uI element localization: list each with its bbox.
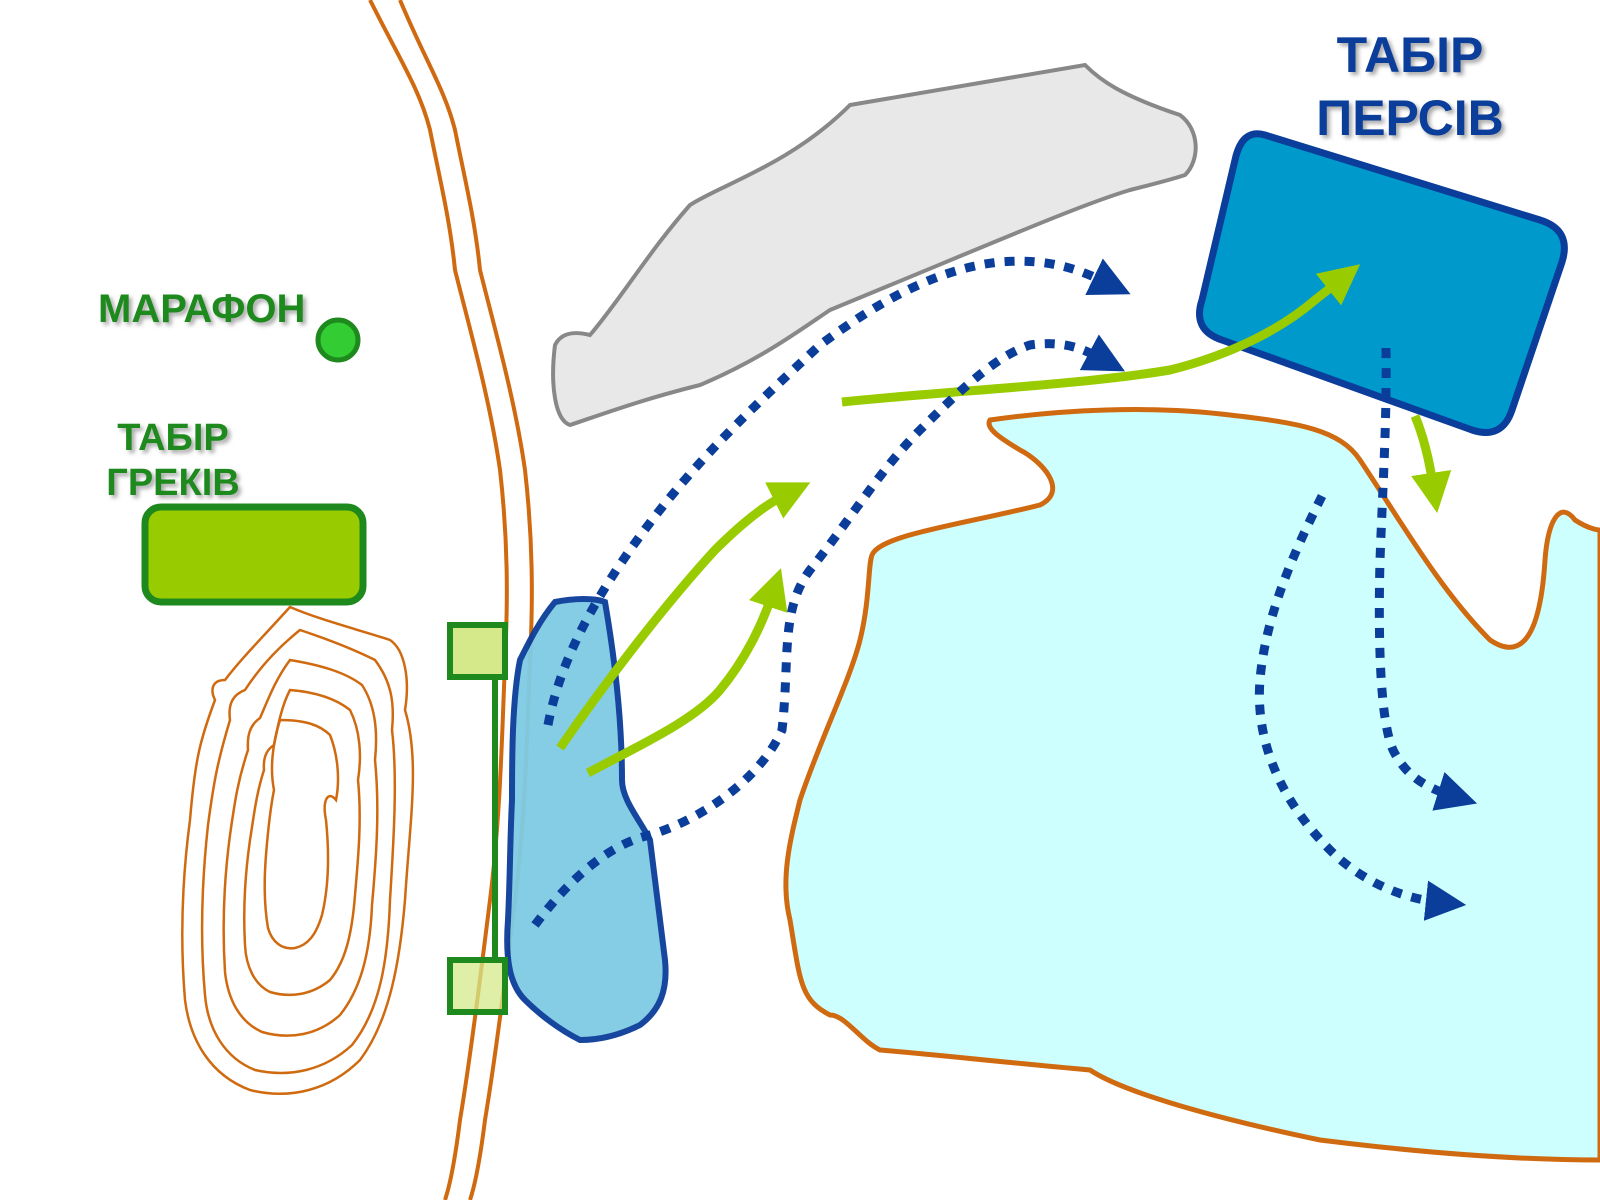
blue-dotted-arrow-icon [1374,347,1478,811]
mountain [551,62,1198,428]
river [368,0,534,1200]
marathon-marker-icon [315,317,361,363]
blue-dotted-arrow-icon [531,334,1126,928]
persian-camp-label-line1: ТАБІР [1337,27,1484,83]
greek-line [447,622,508,1015]
persian-camp [1196,130,1568,436]
marathon-label: МАРАФОН [98,287,305,331]
greek-flank-south [447,957,508,1015]
greek-flank-north [447,622,508,680]
persian-army [504,596,669,1044]
blue-dotted-arrow-icon [543,256,1131,726]
greek-camp [141,503,367,606]
persian-camp-label-line2: ПЕРСІВ [1316,90,1504,146]
greek-camp-label-line2: ГРЕКІВ [106,462,239,504]
blue-dotted-arrow-icon [1254,493,1467,921]
sea [783,407,1600,1163]
green-arrow-icon [585,568,788,777]
green-arrow-icon [556,482,811,751]
green-arrow-icon [1410,414,1452,514]
persian-movement [531,256,1478,928]
greek-camp-label-line1: ТАБІР [117,417,228,459]
hill-contours [181,605,415,1095]
